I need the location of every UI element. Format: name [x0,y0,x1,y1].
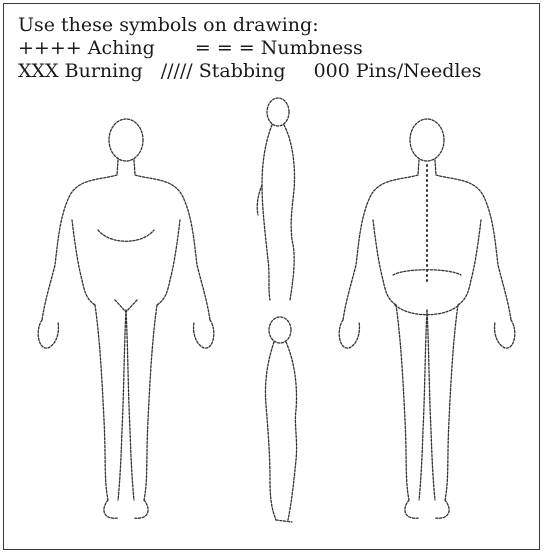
side-body-figure-upper [257,98,294,300]
back-body-figure [339,119,515,518]
front-body-figure [38,119,214,518]
side-body-figure-lower [265,317,296,522]
